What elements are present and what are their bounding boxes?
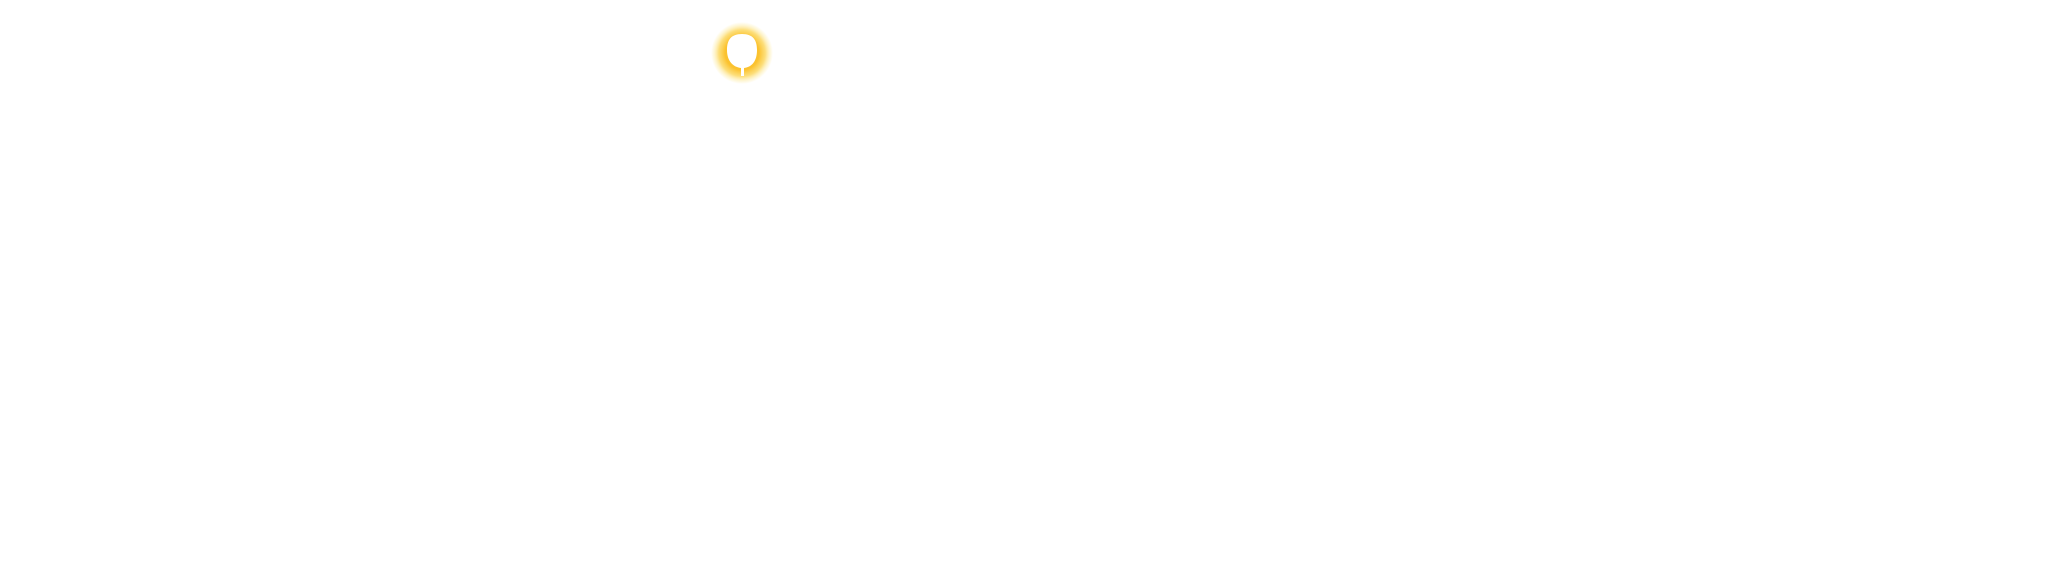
loading-spinner — [711, 22, 773, 84]
loading-spinner-icon — [711, 22, 773, 84]
